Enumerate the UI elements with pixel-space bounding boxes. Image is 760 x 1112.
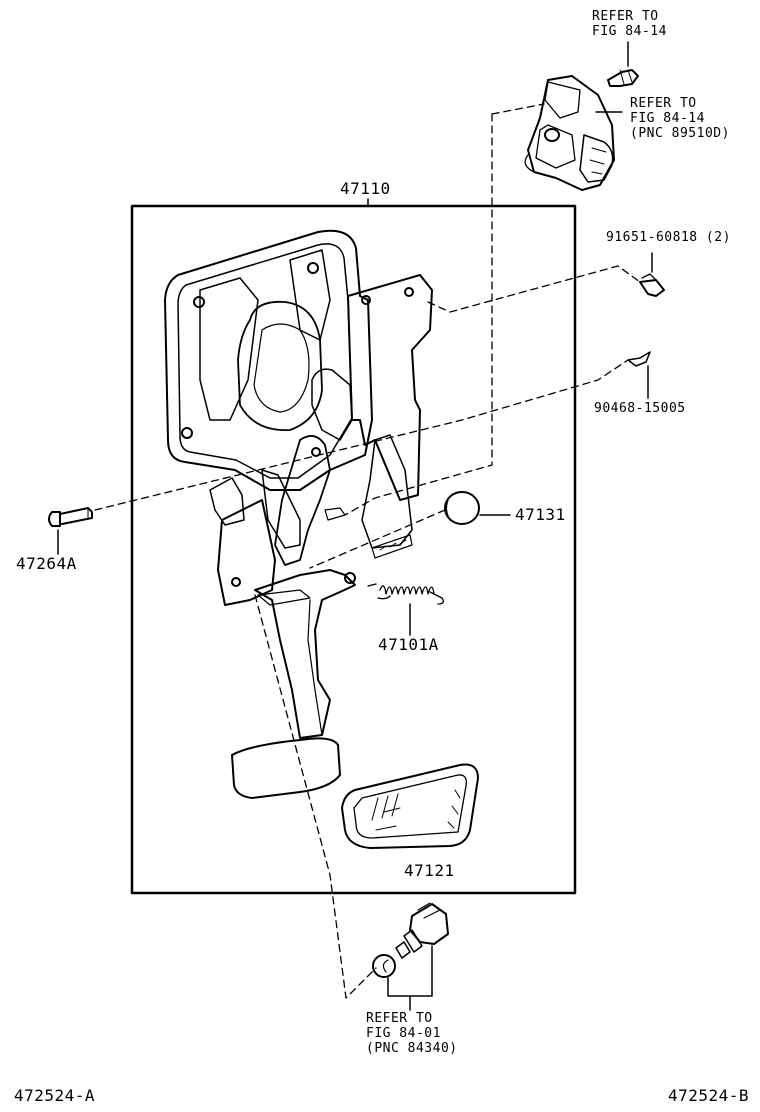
footer-right-code: 472524-B: [668, 1086, 750, 1105]
part-label-47101a: 47101A: [378, 635, 439, 654]
sensor-screw: [607, 69, 639, 87]
cushion-part: [444, 491, 480, 525]
refer-top-line1: REFER TO: [592, 9, 659, 24]
bolt-part: [639, 273, 665, 297]
refer-top-line2: FIG 84-14: [592, 24, 667, 39]
sensor-part: [524, 75, 615, 191]
part-label-bolt: 91651-60818 (2): [606, 230, 731, 245]
clip-part: [627, 351, 651, 367]
pedal-pad-part: [341, 763, 479, 849]
refer-switch-line1: REFER TO: [366, 1011, 433, 1026]
refer-sensor-line2: FIG 84-14: [630, 111, 705, 126]
switch-part: [372, 902, 449, 978]
refer-switch-bracket: [387, 945, 433, 1011]
pedal-pad-mounted: [231, 737, 341, 799]
refer-sensor-line1: REFER TO: [630, 96, 697, 111]
part-label-clip: 90468-15005: [594, 401, 686, 416]
refer-sensor-line3: (PNC 89510D): [630, 126, 730, 141]
footer-left-code: 472524-A: [14, 1086, 96, 1105]
assembly-dashed-lines: [94, 103, 641, 999]
spring-part: [367, 583, 444, 605]
pin-part: [48, 507, 93, 527]
pedal-bracket: [164, 229, 433, 739]
assembly-frame: [130, 204, 577, 895]
part-label-47121: 47121: [404, 861, 455, 880]
part-label-47131: 47131: [515, 505, 566, 524]
refer-switch-line3: (PNC 84340): [366, 1041, 458, 1056]
refer-switch-line2: FIG 84-01: [366, 1026, 441, 1041]
part-label-47264a: 47264A: [16, 554, 77, 573]
part-label-47110: 47110: [340, 179, 391, 198]
